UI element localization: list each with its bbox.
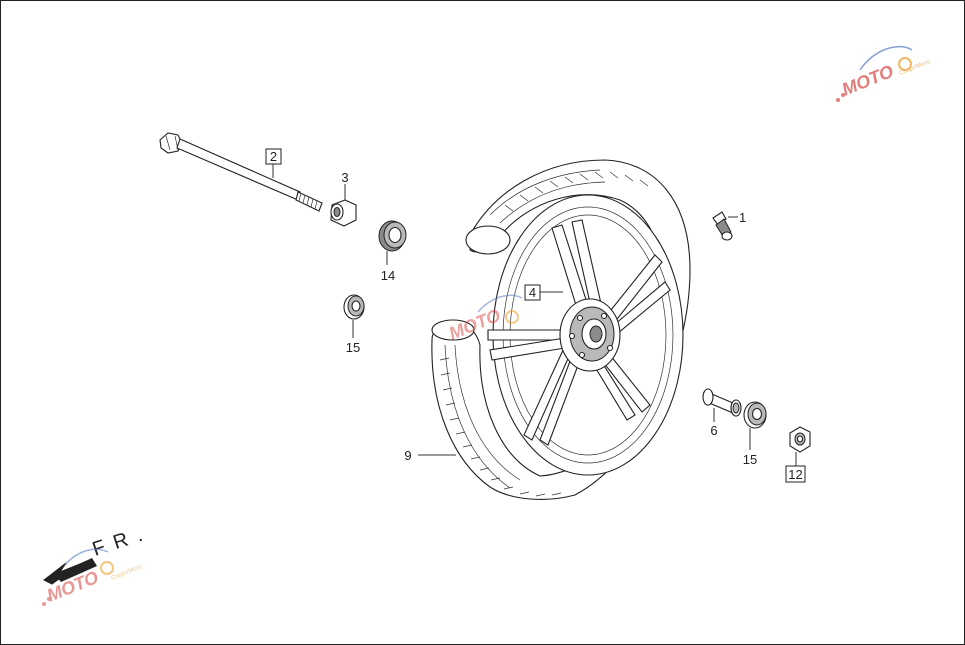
spacer-nut [330, 199, 357, 227]
tire-valve [712, 211, 733, 241]
callout-12: 12 [785, 465, 806, 483]
callout-1-label: 1 [739, 210, 746, 225]
callout-4-label: 4 [529, 285, 536, 300]
front-wheel-assembly [431, 159, 691, 500]
callout-2: 2 [265, 148, 282, 165]
callout-15-left-label: 15 [346, 340, 360, 355]
callout-4: 4 [524, 284, 541, 301]
watermark-center-gear-icon [505, 310, 519, 324]
callout-9-label: 9 [404, 448, 411, 463]
callout-2-label: 2 [270, 149, 277, 164]
callout-14-label: 14 [381, 268, 395, 283]
callout-15-right-label: 15 [743, 452, 757, 467]
watermark-bottom-tagline: Спорт/Мото [111, 564, 144, 582]
callout-6-label: 6 [710, 423, 717, 438]
bearing-right [743, 401, 767, 429]
oil-seal [378, 220, 407, 252]
axle-bolt [159, 132, 323, 212]
watermark-tagline-text: Спорт/Мото [899, 59, 932, 77]
bearing-left [343, 294, 365, 320]
callout-3-label: 3 [341, 170, 348, 185]
wheel-collar [702, 388, 742, 417]
axle-nut [789, 426, 811, 453]
leader-lines [272, 164, 797, 466]
callout-12-label: 12 [788, 467, 802, 482]
front-direction-label: F R . [90, 523, 148, 560]
watermark-bottom-gear-icon [100, 561, 114, 575]
watermark-top-right: MOTO Спорт/Мото [836, 45, 932, 102]
watermark-brand-text: MOTO [839, 61, 896, 100]
watermark-gear-icon [898, 57, 912, 71]
